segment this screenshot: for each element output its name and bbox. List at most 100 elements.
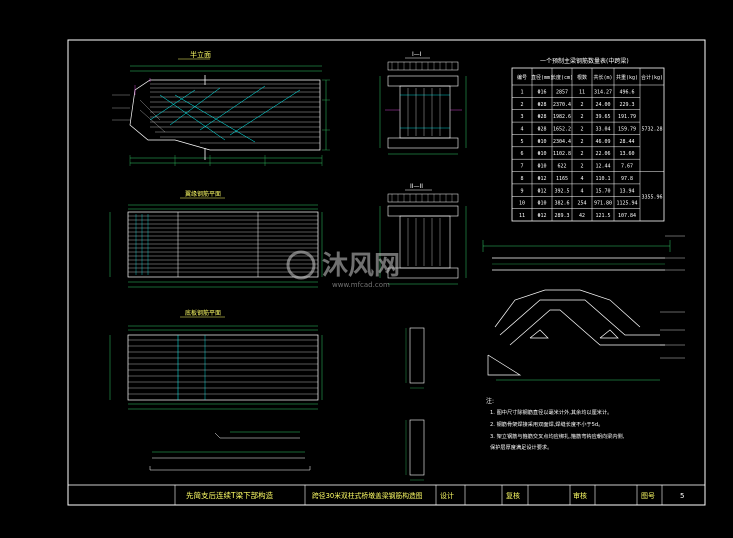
table-cell: 2: [580, 102, 583, 108]
table-cell: 5: [520, 139, 523, 145]
table-cell: Φ12: [537, 188, 546, 194]
title-block: 先简支后连续T梁下部构造 跨径30米双柱式桥墩盖梁钢筋构造图 设计 复核 审核 …: [67, 484, 706, 506]
table-cell: 1125.94: [616, 201, 637, 207]
table-cell: 15.70: [595, 188, 610, 194]
table-cell: 3: [520, 114, 523, 120]
table-cell: 2304.4: [553, 139, 571, 145]
table-cell: 9: [520, 188, 523, 194]
table-cell: 2: [580, 151, 583, 157]
bottom-plan-title: 底板钢筋平面: [185, 309, 221, 317]
table-cell: 46.09: [595, 139, 610, 145]
table-cell: 22.06: [595, 151, 610, 157]
title-review-label: 复核: [506, 491, 520, 500]
table-cell: 1102.8: [553, 151, 571, 157]
stirrup-details: [405, 327, 425, 481]
table-cell: 12.44: [595, 164, 610, 170]
table-header-cell: 合计(kg): [641, 74, 663, 81]
table-cell: 24.00: [595, 102, 610, 108]
table-cell: 11: [519, 213, 525, 219]
table-cell: Φ16: [537, 89, 546, 95]
table-header-cell: 根数: [577, 74, 587, 81]
table-cell: 4: [580, 188, 583, 194]
title-sheet-label: 图号: [641, 492, 655, 500]
table-cell: 8: [520, 176, 523, 182]
table-header-cell: 共重(kg): [616, 74, 638, 81]
table-cell: 121.5: [595, 213, 610, 219]
table-cell: Φ28: [537, 102, 546, 108]
table-cell: 1982.6: [553, 114, 571, 120]
bar-callouts: [660, 235, 685, 359]
table-cell: Φ28: [537, 126, 546, 132]
table-cell: 1652.2: [553, 126, 571, 132]
table-cell: 289.3: [554, 213, 569, 219]
note-item: 保护层厚度满足设计要求。: [490, 443, 552, 451]
table-cell: 2370.4: [553, 102, 571, 108]
table-header-cell: 编号: [517, 74, 527, 81]
table-cell: Φ10: [537, 139, 546, 145]
table-cell: 314.27: [594, 89, 612, 95]
title-approve-label: 审核: [573, 491, 587, 500]
table-cell: 110.1: [595, 176, 610, 182]
watermark: 沐风网 www.mfcad.com: [286, 250, 400, 289]
table-cell: 1165: [556, 176, 568, 182]
note-item: 2. 钢筋骨架焊接采用双面焊,焊缝长度不小于5d。: [490, 420, 603, 428]
note-item: 1. 图中尺寸除钢筋直径以毫米计外,其余均以厘米计。: [490, 408, 612, 416]
table-cell: 159.79: [618, 126, 636, 132]
table-cell: 107.84: [618, 213, 636, 219]
table-cell: 11: [579, 89, 585, 95]
table-cell: 13.94: [619, 188, 634, 194]
table-cell: Φ12: [537, 176, 546, 182]
notes: 注: 1. 图中尺寸除钢筋直径以毫米计外,其余均以厘米计。 2. 钢筋骨架焊接采…: [486, 397, 625, 451]
table-cell: 2: [580, 139, 583, 145]
title-sheet-number: 5: [680, 492, 684, 500]
table-cell: Φ10: [537, 151, 546, 157]
table-cell: 382.6: [554, 201, 569, 207]
table-cell: 4: [520, 126, 523, 132]
title-project: 先简支后连续T梁下部构造: [186, 490, 274, 500]
table-cell: 2857: [556, 89, 568, 95]
table-cell: 496.6: [619, 89, 634, 95]
table-cell: Φ28: [537, 114, 546, 120]
table-total: 3355.96: [641, 194, 662, 200]
section-1-title: I—I: [412, 51, 422, 58]
elevation-title: 半立面: [190, 50, 211, 59]
table-cell: 7.67: [621, 164, 633, 170]
table-cell: 2: [520, 102, 523, 108]
table-cell: 2: [580, 114, 583, 120]
bar-details: [149, 431, 311, 471]
table-cell: 97.8: [621, 176, 633, 182]
section-2-title: II—II: [410, 183, 423, 190]
table-cell: 7: [520, 164, 523, 170]
rebar-table-title: 一个预制主梁钢筋数量表(中跨梁): [540, 57, 629, 65]
table-cell: Φ12: [537, 213, 546, 219]
section-2-view: II—II: [379, 183, 467, 285]
table-cell: 4: [580, 176, 583, 182]
table-cell: 971.80: [594, 201, 612, 207]
rebar-table: 一个预制主梁钢筋数量表(中跨梁) 编号直径(mm)长度(cm)根数共长(m)共重…: [511, 57, 665, 222]
watermark-url: www.mfcad.com: [332, 281, 390, 289]
table-cell: 10: [519, 201, 525, 207]
table-cell: Φ10: [537, 164, 546, 170]
top-plan-title: 翼缘钢筋平面: [185, 190, 221, 198]
note-item: 3. 架立钢筋与箍筋交叉点均应绑扎,箍筋弯钩应朝向梁内侧,: [490, 432, 625, 440]
table-cell: 191.79: [618, 114, 636, 120]
table-cell: 622: [557, 164, 566, 170]
table-cell: 28.44: [619, 139, 634, 145]
table-header-cell: 共长(m): [593, 74, 612, 81]
notes-heading: 注:: [486, 397, 494, 405]
elevation-view: 半立面: [112, 50, 330, 166]
bar-shape-diagram: [482, 240, 671, 381]
table-cell: 254: [577, 201, 586, 207]
table-header-cell: 直径(mm): [531, 74, 553, 81]
section-1-view: I—I: [379, 51, 467, 155]
table-cell: 392.5: [554, 188, 569, 194]
table-cell: 33.04: [595, 126, 610, 132]
table-cell: 229.3: [619, 102, 634, 108]
title-design-label: 设计: [440, 491, 454, 500]
table-cell: 39.65: [595, 114, 610, 120]
table-cell: 2: [580, 126, 583, 132]
table-cell: 13.60: [619, 151, 634, 157]
watermark-text: 沐风网: [322, 251, 400, 281]
table-cell: 42: [579, 213, 585, 219]
